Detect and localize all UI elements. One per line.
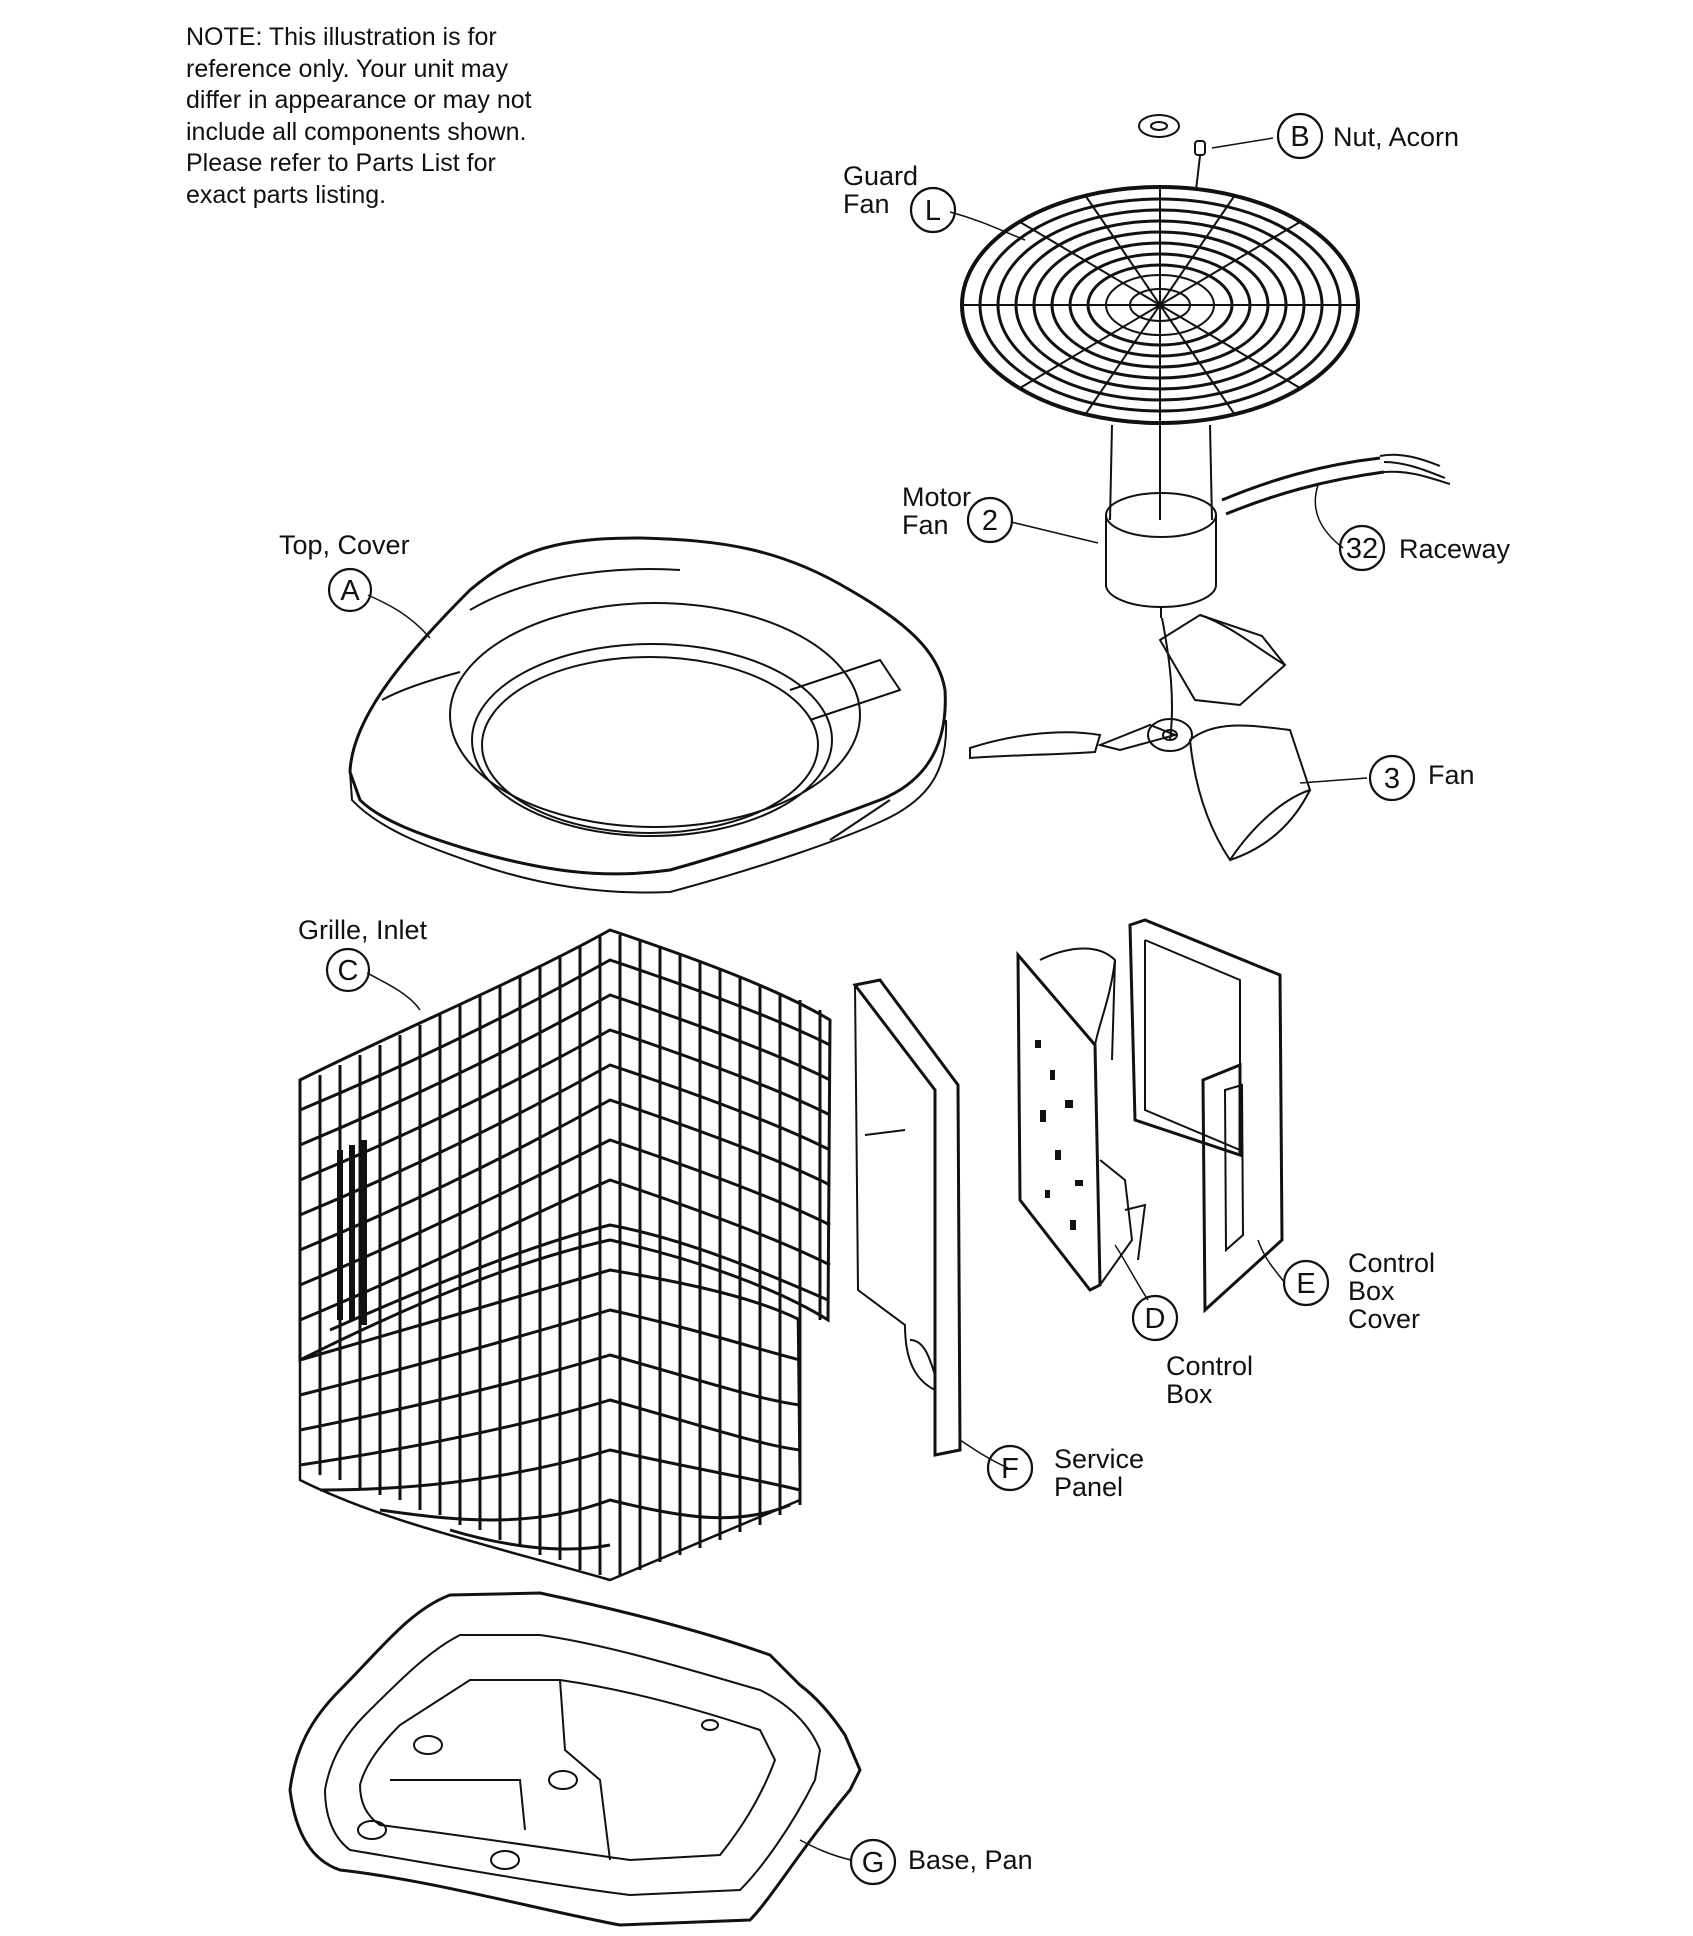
fan-blade-part [969,613,1312,862]
svg-text:C: C [338,955,359,987]
label-fan: Fan [1428,760,1475,790]
label-nut-acorn: Nut, Acorn [1333,122,1460,152]
label-motor-fan: Motor Fan [902,482,972,540]
label-base-pan: Base, Pan [908,1845,1033,1875]
leader-lines [366,137,1368,1861]
fan-guard-part [960,155,1360,425]
callout-b: B [1276,112,1324,160]
fan-motor-part [1105,420,1217,618]
label-guard-fan: Guard Fan [843,161,919,219]
callout-g: G [849,1838,897,1886]
service-panel-part [852,978,962,1457]
inlet-grille-part [298,928,832,1582]
note-line: NOTE: This illustration is for [186,23,497,51]
label-top-cover: Top, Cover [279,530,410,560]
svg-text:2: 2 [982,505,998,537]
callout-e: E [1282,1259,1330,1307]
callout-3: 3 [1368,754,1416,802]
label-control-box-cover: Control Box Cover [1348,1248,1436,1334]
reference-note: NOTE: This illustration is for reference… [186,22,606,211]
note-line: include all components shown. [186,117,527,146]
note-line: differ in appearance or may not [186,86,532,114]
svg-text:E: E [1296,1268,1315,1300]
callout-markers: A B L 2 32 3 C D [325,112,1416,1886]
callout-f: F [986,1444,1034,1492]
svg-text:3: 3 [1384,763,1400,795]
callout-l: L [909,186,957,234]
note-line: Please refer to Parts List for [186,149,496,177]
svg-text:L: L [925,195,941,227]
callout-d: D [1131,1294,1179,1342]
note-line: exact parts listing. [186,180,387,209]
label-control-box: Control Box [1166,1351,1254,1409]
label-service-panel: Service Panel [1054,1444,1145,1502]
svg-text:G: G [862,1847,885,1879]
callout-32: 32 [1338,524,1386,572]
svg-text:D: D [1145,1303,1166,1335]
control-box-part [1016,947,1147,1292]
svg-text:A: A [340,575,360,607]
callout-2: 2 [966,496,1014,544]
label-raceway: Raceway [1399,534,1511,564]
label-grille-inlet: Grille, Inlet [298,915,428,945]
svg-text:32: 32 [1346,533,1378,565]
callout-a: A [327,567,373,613]
acorn-nut-part [1138,114,1206,156]
raceway-part [1221,453,1451,516]
callout-c: C [325,947,371,993]
svg-text:B: B [1290,121,1309,153]
control-box-cover-part [1128,918,1284,1314]
svg-text:F: F [1001,1453,1019,1485]
note-line: reference only. Your unit may [186,54,508,83]
base-pan-part [288,1591,862,1927]
top-cover-part [348,536,948,894]
